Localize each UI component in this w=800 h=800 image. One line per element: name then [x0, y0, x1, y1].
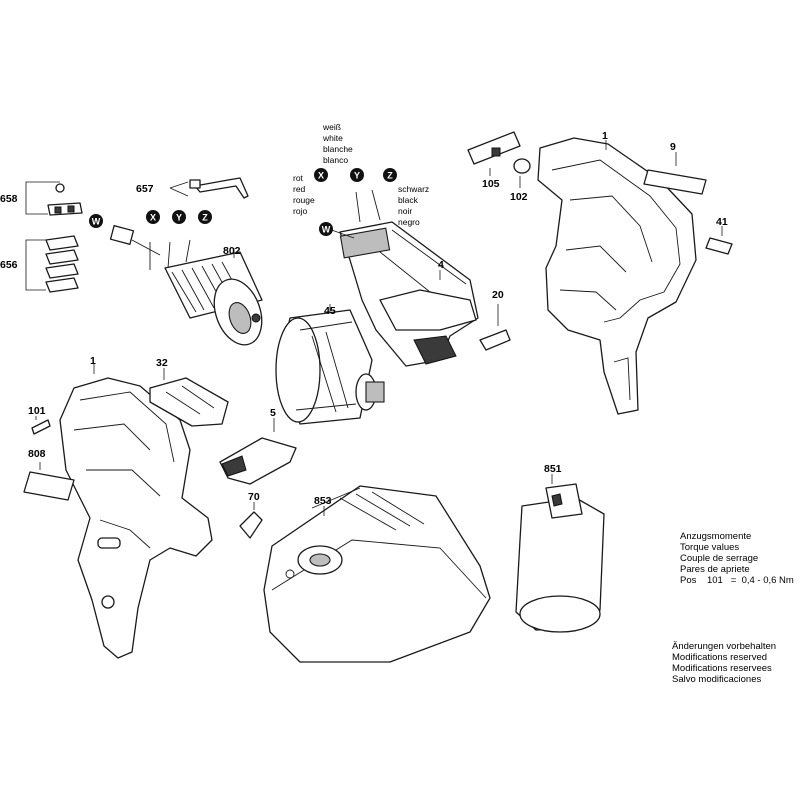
part-657-bracket	[169, 177, 249, 199]
part-5-switch-slide	[219, 418, 297, 485]
part-20-clip	[479, 304, 511, 351]
svg-text:red: red	[293, 184, 306, 194]
wire-label-red: rot red rouge rojo	[293, 173, 315, 216]
part-number-4: 4	[438, 259, 444, 271]
torque-note-line: Anzugsmomente	[680, 531, 752, 542]
torque-note-line: Torque values	[680, 542, 740, 553]
torque-value-row: Pos 101 = 0,4 - 0,6 Nm	[680, 575, 794, 586]
modifications-note: Änderungen vorbehalten Modifications res…	[672, 641, 776, 685]
part-number-808: 808	[28, 448, 46, 460]
part-number-1-left: 1	[90, 355, 96, 367]
modifications-line: Modifications reservees	[672, 663, 772, 674]
svg-text:blanche: blanche	[323, 144, 353, 154]
part-number-853: 853	[314, 495, 332, 507]
part-101-screw	[31, 416, 51, 435]
badge-z-module: Z	[383, 168, 397, 182]
part-1-right-housing	[537, 137, 697, 415]
svg-text:white: white	[322, 133, 343, 143]
svg-text:blanco: blanco	[323, 155, 348, 165]
svg-text:Y: Y	[354, 171, 360, 181]
part-41-label	[705, 226, 733, 255]
part-105-nameplate	[467, 131, 521, 176]
wire-label-white: weiß white blanche blanco	[322, 122, 353, 165]
svg-text:black: black	[398, 195, 419, 205]
part-9-label	[643, 152, 707, 195]
part-number-1-right: 1	[602, 130, 608, 142]
part-number-656: 656	[0, 259, 18, 271]
badge-x-motor: X	[146, 210, 160, 224]
part-number-41: 41	[716, 216, 728, 228]
svg-text:weiß: weiß	[322, 122, 341, 132]
motor-wire-badges: W X Y Z	[89, 210, 212, 228]
wire-label-black: schwarz black noir negro	[398, 184, 429, 227]
part-number-851: 851	[544, 463, 562, 475]
part-number-20: 20	[492, 289, 504, 301]
svg-text:Z: Z	[202, 213, 208, 223]
part-802-motor	[109, 225, 263, 346]
badge-w-module: W	[319, 222, 333, 236]
part-number-102: 102	[510, 191, 528, 203]
part-number-45: 45	[324, 305, 336, 317]
module-wire-badges: X Y Z W	[314, 168, 397, 236]
part-number-658: 658	[0, 193, 18, 205]
torque-note: Anzugsmomente Torque values Couple de se…	[680, 531, 794, 586]
badge-y-motor: Y	[172, 210, 186, 224]
svg-text:noir: noir	[398, 206, 412, 216]
svg-text:rot: rot	[293, 173, 304, 183]
part-45-gearbox	[275, 304, 385, 425]
part-number-105: 105	[482, 178, 500, 190]
part-656-contact-plates	[25, 235, 79, 293]
torque-pos-number: 101	[706, 575, 723, 586]
part-number-70: 70	[248, 491, 260, 503]
part-32-cover	[149, 368, 229, 427]
torque-note-line: Couple de serrage	[680, 553, 759, 564]
svg-text:Z: Z	[387, 171, 393, 181]
part-number-802: 802	[223, 245, 241, 257]
part-4-electronics-module	[325, 189, 479, 367]
svg-text:rojo: rojo	[293, 206, 307, 216]
torque-equals: =	[730, 575, 737, 586]
badge-z-motor: Z	[198, 210, 212, 224]
part-number-657: 657	[136, 183, 154, 195]
svg-text:W: W	[322, 225, 331, 235]
torque-value: 0,4 - 0,6 Nm	[741, 575, 794, 586]
svg-text:X: X	[150, 213, 156, 223]
part-number-9: 9	[670, 141, 676, 153]
part-70-spring-clip	[239, 502, 263, 539]
svg-text:schwarz: schwarz	[398, 184, 429, 194]
badge-y-module: Y	[350, 168, 364, 182]
part-853-charger	[263, 485, 491, 663]
part-number-101: 101	[28, 405, 46, 417]
svg-text:rouge: rouge	[293, 195, 315, 205]
part-658-switch-block	[25, 181, 83, 216]
part-number-32: 32	[156, 357, 168, 369]
svg-text:negro: negro	[398, 217, 420, 227]
badge-w-motor: W	[89, 214, 103, 228]
torque-pos-label: Pos	[680, 575, 697, 586]
part-851-battery	[515, 474, 605, 633]
part-1-left-housing	[59, 364, 213, 659]
modifications-line: Salvo modificaciones	[672, 674, 762, 685]
part-number-5: 5	[270, 407, 276, 419]
torque-note-line: Pares de apriete	[680, 564, 750, 575]
modifications-line: Änderungen vorbehalten	[672, 641, 777, 652]
svg-text:W: W	[92, 217, 101, 227]
svg-text:Y: Y	[176, 213, 182, 223]
modifications-line: Modifications reserved	[672, 652, 768, 663]
badge-x-module: X	[314, 168, 328, 182]
svg-text:X: X	[318, 171, 324, 181]
part-102-button	[513, 158, 531, 188]
part-808-label	[23, 462, 75, 501]
